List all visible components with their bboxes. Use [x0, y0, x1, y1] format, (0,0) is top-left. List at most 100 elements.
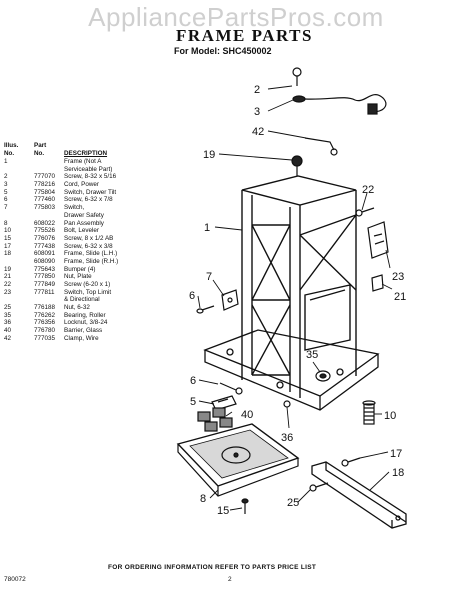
table-row: 6 777460 Screw, 6-32 x 7/8: [4, 196, 164, 204]
screw-part: [292, 67, 302, 86]
callout-18: 18: [392, 467, 404, 479]
part-number: 608090: [34, 257, 56, 265]
part-description: Screw, 6-32 x 3/8: [64, 242, 113, 250]
illus-number: 21: [4, 273, 12, 281]
part-description: Drawer Safety: [64, 211, 104, 219]
part-description: Bearing, Roller: [64, 311, 106, 319]
part-description: Serviceable Part): [64, 165, 113, 173]
screw-22: [355, 207, 375, 217]
part-number: 775526: [34, 227, 56, 235]
header-illus: Illus. No.: [4, 142, 19, 157]
illus-number: 5: [4, 188, 8, 196]
part-number: 777070: [34, 173, 56, 181]
table-row: & Directional: [4, 296, 164, 304]
part-description: Locknut, 3/8-24: [64, 319, 108, 327]
roller-bearing: [315, 370, 331, 382]
part-number: 776262: [34, 311, 56, 319]
part-number: 776356: [34, 319, 56, 327]
part-description: Bolt, Leveler: [64, 227, 100, 235]
table-header: Illus. No. Part No. DESCRIPTION: [4, 142, 164, 158]
illus-number: 2: [4, 173, 8, 181]
illus-number: 17: [4, 242, 12, 250]
callout-23: 23: [392, 271, 404, 283]
callout-40: 40: [241, 409, 253, 421]
callout-42: 42: [252, 126, 264, 138]
illus-number: 36: [4, 319, 12, 327]
table-row: 2 777070 Screw, 8-32 x 5/16: [4, 173, 164, 181]
callout-1: 1: [204, 222, 210, 234]
callout-35: 35: [306, 349, 318, 361]
illus-number: 15: [4, 234, 12, 242]
locknut-36: [283, 400, 291, 408]
part-description: Frame, Slide (R.H.): [64, 257, 119, 265]
callout-17: 17: [390, 448, 402, 460]
callout-21: 21: [394, 291, 406, 303]
part-description: Switch, Drawer Tilt: [64, 188, 117, 196]
wire-clamp: [304, 137, 338, 156]
callout-8: 8: [200, 493, 206, 505]
illus-number: 19: [4, 265, 12, 273]
part-description: Screw, 6-32 x 7/8: [64, 196, 113, 204]
part-description: Cord, Power: [64, 181, 99, 189]
illus-number: 3: [4, 181, 8, 189]
table-row: 7 775803 Switch,: [4, 204, 164, 212]
callout-7: 7: [206, 271, 212, 283]
part-description: Nut, 6-32: [64, 304, 90, 312]
part-description: Switch,: [64, 204, 85, 212]
callout-36: 36: [281, 432, 293, 444]
leveler-bolt: [362, 400, 376, 425]
part-number: 778216: [34, 181, 56, 189]
illus-number: 7: [4, 204, 8, 212]
page-number: 2: [228, 576, 232, 583]
part-number: 777811: [34, 288, 55, 296]
illus-number: 42: [4, 334, 12, 342]
header-part: Part No.: [34, 142, 47, 157]
table-row: 35 776262 Bearing, Roller: [4, 312, 164, 320]
slide-frame: [311, 461, 407, 529]
glass-barrier: [197, 407, 233, 432]
callout-15: 15: [217, 505, 229, 517]
callout-19: 19: [203, 149, 215, 161]
part-number: 608022: [34, 219, 56, 227]
illus-number: 8: [4, 219, 8, 227]
table-row: Drawer Safety: [4, 212, 164, 220]
top-limit-switch: [367, 221, 389, 259]
illus-number: 40: [4, 327, 12, 335]
illus-number: 22: [4, 281, 12, 288]
part-description: Frame, Slide (L.H.): [64, 250, 118, 258]
bumper-part: [291, 155, 303, 176]
table-row: Serviceable Part): [4, 166, 164, 174]
callout-10: 10: [384, 410, 396, 422]
nut-plate-21: [371, 274, 384, 292]
drawer-tilt-switch: [211, 395, 237, 411]
part-number: 775803: [34, 204, 56, 212]
part-number: 777035: [34, 334, 56, 342]
screw-17: [341, 457, 361, 467]
part-description: Screw, 8-32 x 5/16: [64, 173, 117, 181]
screw-6-lower: [219, 382, 243, 395]
part-number: 777460: [34, 196, 56, 204]
part-description: Pan Assembly: [64, 219, 104, 227]
table-row: 23 777811 Switch, Top Limit: [4, 289, 164, 297]
frame-tower: [241, 175, 357, 398]
illus-number: 6: [4, 196, 8, 204]
part-number: 777849: [34, 281, 56, 288]
callout-5: 5: [190, 396, 196, 408]
part-description: Switch, Top Limit: [64, 288, 112, 296]
part-number: 776188: [34, 304, 56, 312]
illus-number: 35: [4, 311, 12, 319]
illus-number: 23: [4, 288, 12, 296]
callout-22: 22: [362, 184, 374, 196]
part-description: Bumper (4): [64, 265, 96, 273]
